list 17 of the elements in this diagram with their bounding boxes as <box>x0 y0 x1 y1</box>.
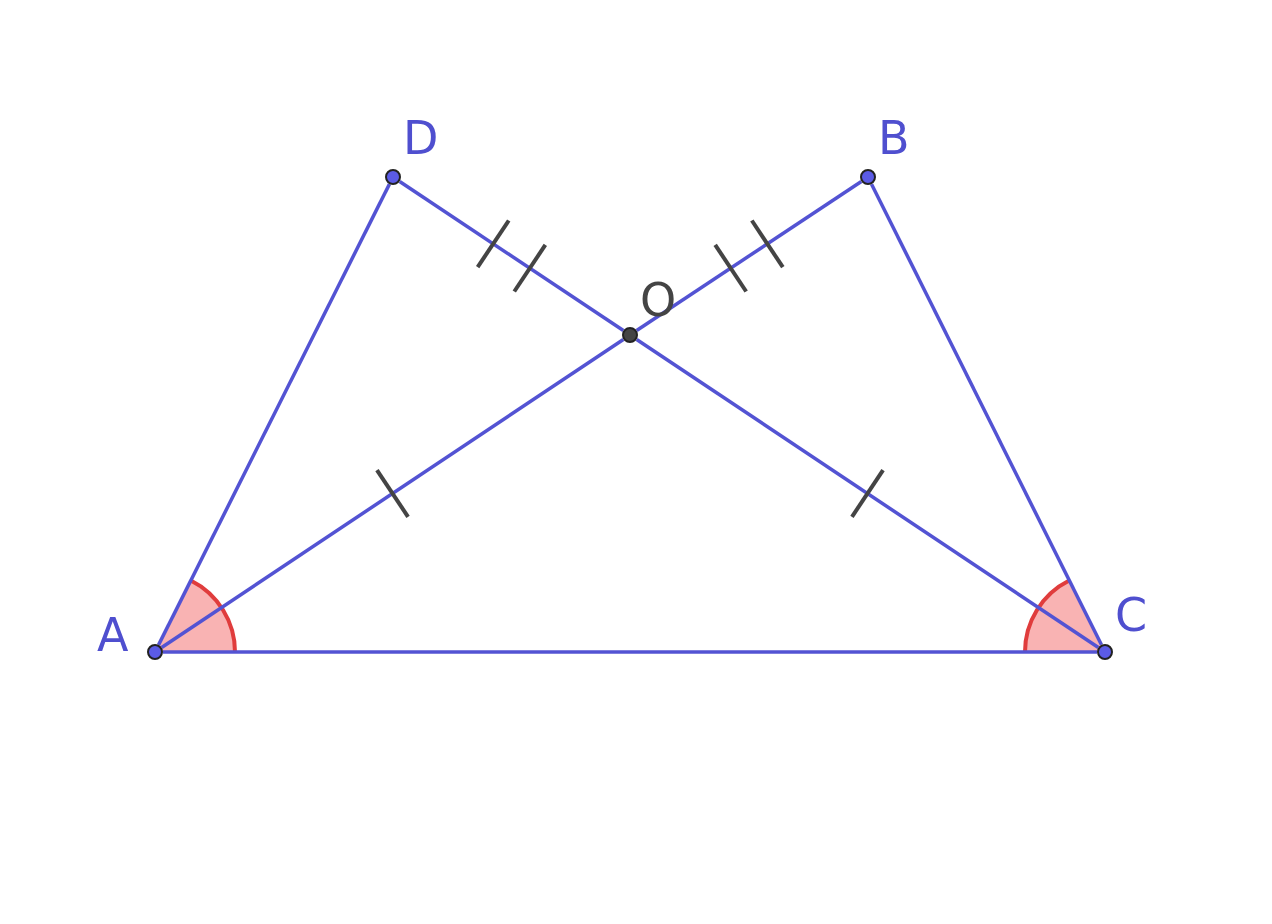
point-marker <box>147 644 163 660</box>
point-marker <box>622 327 638 343</box>
line-segment <box>163 650 1097 654</box>
point-label: C <box>1115 592 1148 638</box>
line-segment <box>160 338 625 649</box>
point-label: A <box>97 612 129 658</box>
line-segment <box>398 180 625 332</box>
line-segment <box>157 183 391 646</box>
line-segment <box>870 183 1103 646</box>
point-marker <box>385 169 401 185</box>
point-label: B <box>878 115 910 161</box>
line-segment <box>635 338 1100 649</box>
point-label: D <box>403 115 439 161</box>
point-marker <box>1097 644 1113 660</box>
point-marker <box>860 169 876 185</box>
point-label: O <box>640 277 677 323</box>
line-segment <box>635 179 863 333</box>
